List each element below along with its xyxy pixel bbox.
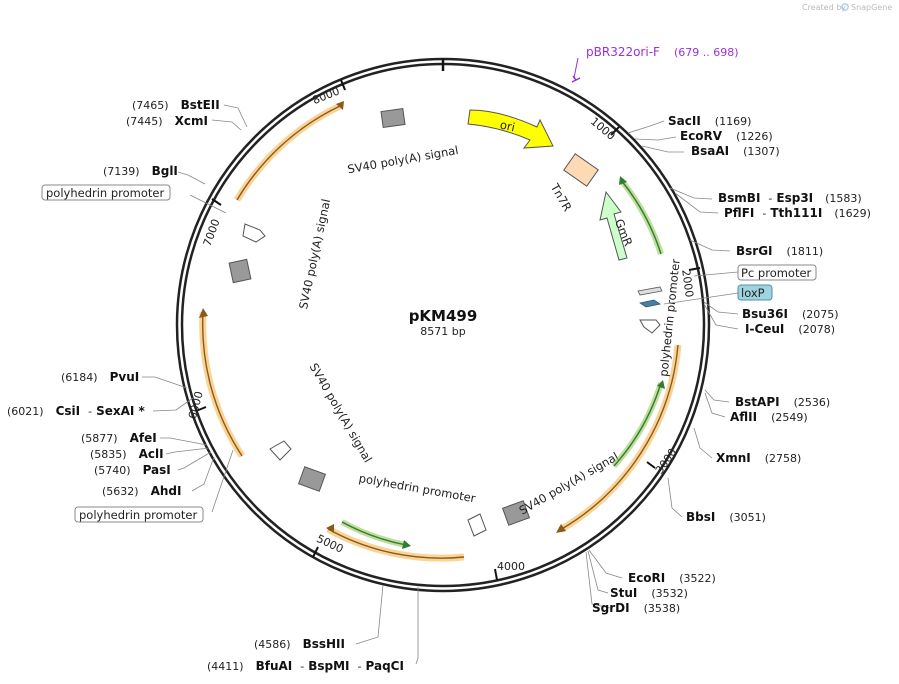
loxp-box[interactable]: loxP — [737, 284, 773, 301]
enzyme-sgrdi[interactable]: SgrDI(3538) — [592, 601, 680, 615]
tn7r-feature[interactable] — [563, 153, 599, 187]
major-ticks — [195, 79, 701, 581]
sv40-top-label: SV40 poly(A) signal — [346, 143, 459, 176]
enzyme-bgli[interactable]: (7139)BglI — [103, 164, 178, 178]
enzyme-xcmi[interactable]: (7445)XcmI — [126, 114, 208, 128]
credit-prefix: Created by — [802, 3, 846, 12]
enzyme-leaders — [142, 104, 739, 665]
tick-label-3000: 3000 — [653, 446, 680, 476]
primer-leader — [573, 57, 579, 79]
enzyme-ahdi[interactable]: (5632)AhdI — [102, 484, 181, 498]
enzyme-bsteii[interactable]: (7465)BstEII — [132, 98, 220, 112]
loxp-label: loxP — [741, 286, 765, 300]
enzyme-pvui[interactable]: (6184)PvuI — [61, 370, 139, 384]
primer-name: pBR322ori-F — [586, 45, 660, 59]
enzyme-bsu36i[interactable]: Bsu36I(2075) — [742, 307, 839, 321]
enzyme-bbsi[interactable]: BbsI(3051) — [686, 510, 766, 524]
pc-promoter-glyph — [637, 286, 663, 296]
polh-right-arrow-icon — [639, 319, 661, 334]
tick-label-4000: 4000 — [497, 560, 525, 573]
enzyme-bsrgi[interactable]: BsrGI(1811) — [736, 244, 823, 258]
sv40-left-label: SV40 poly(A) signal — [296, 198, 333, 311]
polh-bottom-label: polyhedrin promoter — [358, 471, 477, 505]
polh-left-upper-arrow-icon — [242, 223, 266, 243]
enzyme-afei[interactable]: (5877)AfeI — [81, 431, 157, 445]
sv40-lower-right-label: SV40 poly(A) signal — [517, 449, 621, 517]
enzyme-pflfi[interactable]: PflFI-Tth111I(1629) — [724, 206, 871, 220]
enzyme-ecori[interactable]: EcoRI(3522) — [628, 571, 716, 585]
sv40-top-feature[interactable] — [380, 107, 406, 129]
polh-left-upper-box[interactable]: polyhedrin promoter — [41, 184, 171, 201]
enzyme-bsaai[interactable]: BsaAI(1307) — [691, 144, 780, 158]
enzyme-acli[interactable]: (5835)AclI — [90, 447, 164, 461]
enzyme-i-ceui[interactable]: I-CeuI(2078) — [745, 322, 835, 336]
polh-left-lower-label: polyhedrin promoter — [79, 508, 198, 522]
primer-range: (679 .. 698) — [674, 46, 739, 59]
enzyme-bsshii[interactable]: (4586)BssHII — [254, 637, 345, 651]
sv40-left-feature[interactable] — [228, 258, 252, 284]
plasmid-length: 8571 bp — [420, 325, 465, 338]
pc-promoter-box[interactable]: Pc promoter — [737, 264, 817, 281]
enzyme-bstapi[interactable]: BstAPI(2536) — [735, 395, 830, 409]
sv40-lower-left-label: SV40 poly(A) signal — [307, 361, 375, 465]
polh-left-lower-box[interactable]: polyhedrin promoter — [74, 506, 204, 523]
polh-bottom-arrow-icon — [467, 513, 487, 537]
ori-feature[interactable] — [467, 109, 554, 149]
enzyme-ecorv[interactable]: EcoRV(1226) — [680, 129, 773, 143]
track-arrowheads — [199, 101, 665, 549]
enzyme-pasi[interactable]: (5740)PasI — [94, 463, 171, 477]
enzyme-bsmbi[interactable]: BsmBI-Esp3I(1583) — [718, 191, 862, 205]
enzyme-sacii[interactable]: SacII(1169) — [668, 114, 751, 128]
track-arcs — [199, 102, 682, 562]
tick-label-6000: 6000 — [186, 390, 206, 420]
loxp-glyph — [638, 299, 662, 308]
plasmid-name: pKM499 — [409, 307, 478, 325]
polh-left-upper-label: polyhedrin promoter — [46, 186, 165, 200]
sv40-lower-left-feature[interactable] — [297, 466, 327, 492]
credit-brand: SnapGene — [851, 3, 892, 12]
primer-arrow-icon — [571, 75, 581, 83]
tick-label-2000: 2000 — [679, 269, 696, 299]
sv40-lower-right-feature[interactable] — [501, 500, 531, 526]
enzyme-stui[interactable]: StuI(3532) — [610, 586, 688, 600]
tick-label-8000: 8000 — [311, 84, 342, 107]
enzyme-bfuai[interactable]: (4411)BfuAI-BspMI-PaqCI — [207, 659, 404, 673]
enzyme-xmni[interactable]: XmnI(2758) — [716, 451, 801, 465]
enzyme-aflii[interactable]: AflII(2549) — [730, 410, 808, 424]
enzyme-csii[interactable]: (6021)CsiI-SexAI * — [7, 404, 146, 418]
tn7r-label: Tn7R — [547, 180, 574, 214]
ori-label: ori — [499, 117, 517, 134]
polh-lower-left-arrow-icon — [269, 440, 292, 461]
snapgene-logo-icon — [841, 3, 849, 11]
gmr-feature[interactable] — [599, 190, 628, 261]
pc-promoter-label: Pc promoter — [741, 266, 812, 280]
